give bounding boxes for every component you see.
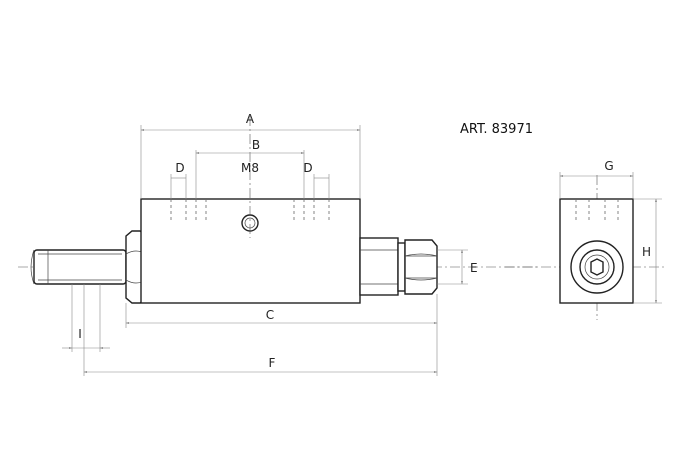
right-fitting: [359, 237, 438, 296]
label-c: C: [266, 308, 274, 322]
dimension-a: A: [140, 112, 361, 199]
side-view: G H: [505, 159, 665, 320]
label-b: B: [252, 138, 260, 152]
dimension-d-right: D: [303, 161, 330, 199]
label-a: A: [246, 112, 255, 126]
label-d-left: D: [175, 161, 184, 175]
label-d-right: D: [303, 161, 312, 175]
dimension-h: H: [633, 198, 662, 304]
article-number: ART. 83971: [460, 122, 533, 137]
label-f: F: [269, 356, 276, 370]
dimension-g: G: [559, 159, 634, 199]
hex-socket-icon: [590, 258, 604, 276]
label-e: E: [470, 261, 478, 275]
dimension-f: F: [83, 284, 438, 376]
dimension-i: I: [62, 284, 110, 352]
label-m8: M8: [241, 161, 259, 175]
dimension-c: C: [125, 294, 438, 328]
label-g: G: [604, 159, 613, 173]
label-i: I: [78, 327, 82, 341]
label-h: H: [642, 245, 651, 259]
valve-body: [140, 198, 361, 304]
threaded-stud: [30, 249, 127, 285]
front-view: A B D D M8 C: [18, 112, 540, 376]
dimension-b: B: [195, 138, 305, 199]
dimension-d-left: D: [170, 161, 187, 199]
dimension-e: E: [437, 249, 478, 285]
